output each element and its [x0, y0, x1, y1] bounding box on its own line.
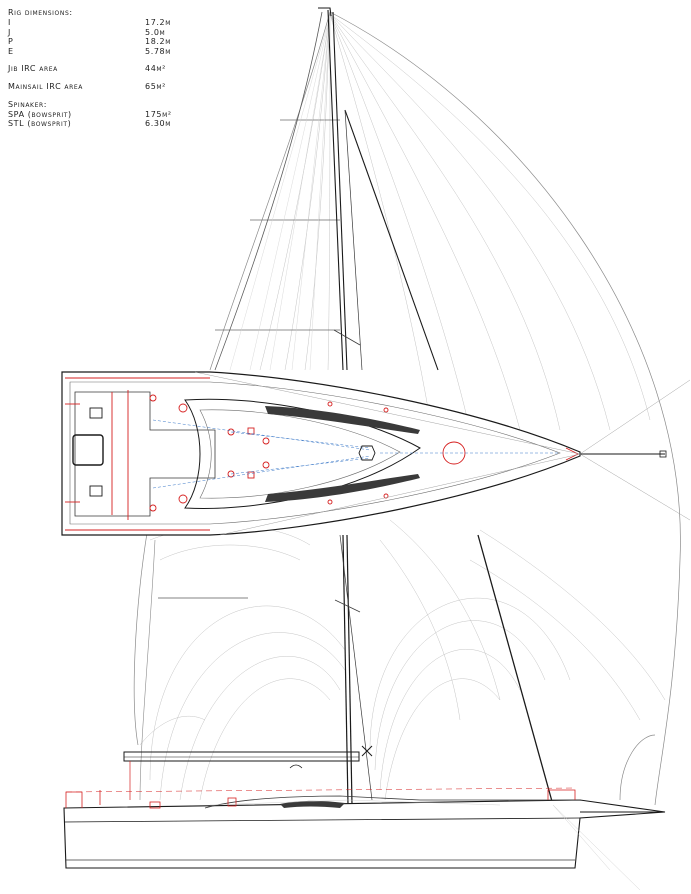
spinnaker-outline — [329, 11, 681, 806]
spec-label: P — [8, 37, 14, 47]
spec-label: SPA (bowsprit) — [8, 109, 72, 119]
mainsail-panel-lines — [229, 15, 331, 371]
spec-row-p: P 18.2m — [8, 37, 228, 47]
stanchions — [65, 787, 576, 809]
shroud-lower — [339, 534, 373, 801]
spreader — [333, 329, 361, 346]
shroud-upper — [344, 109, 363, 371]
mainsail-battens — [215, 119, 340, 331]
boom — [123, 751, 360, 800]
mast-partners — [358, 445, 376, 461]
spec-value: 65m² — [145, 81, 166, 91]
deckhouse-window — [280, 800, 345, 808]
coachroof — [184, 398, 421, 509]
lower-rigging-fans — [209, 799, 641, 891]
forestay-lower — [477, 534, 554, 806]
spec-row-j: J 5.0m — [8, 28, 228, 38]
spinnaker-seams — [259, 13, 651, 431]
coachroof-inner — [199, 409, 401, 499]
hull-profile — [63, 799, 666, 869]
sheet-lines — [194, 371, 691, 536]
spec-value: 5.0m — [145, 27, 166, 37]
spec-value: 17.2m — [145, 18, 171, 27]
sheer-line — [63, 817, 581, 823]
spec-label: I — [8, 18, 11, 27]
spinaker-heading: Spinaker: — [8, 99, 48, 109]
coachroof-profile — [204, 795, 580, 809]
spec-row-stl: STL (bowsprit) 6.30m — [8, 119, 228, 129]
bowsprit-tip — [659, 450, 667, 458]
spinnaker-lower-seams — [139, 519, 666, 801]
jib-leech-lower — [139, 539, 156, 801]
spinnaker-upper-luff — [209, 11, 331, 371]
spec-value: 5.78m — [145, 46, 171, 56]
helm-seat-starboard — [89, 485, 103, 497]
spec-value: 175m² — [145, 109, 172, 119]
wheel-box — [72, 434, 104, 466]
gooseneck — [361, 745, 373, 757]
hull-inner-line — [69, 381, 561, 525]
spec-label: Jib IRC area — [8, 64, 58, 74]
spec-row-main-area: Mainsail IRC area 65m² — [8, 82, 228, 92]
spec-label: STL (bowsprit) — [8, 119, 72, 129]
spec-value: 18.2m — [145, 37, 171, 47]
spinnaker-bulb — [619, 734, 656, 801]
mast-lower — [342, 534, 353, 806]
rig-dimensions-heading: Rig dimensions: — [8, 8, 73, 17]
cockpit-outline — [74, 391, 216, 517]
helm-seat-port — [89, 407, 103, 419]
hull-deck-plan — [61, 371, 581, 536]
spinnaker-lower-curve — [133, 514, 151, 746]
lower-spreader — [334, 599, 361, 613]
window-starboard — [265, 474, 420, 502]
forestay — [344, 109, 439, 371]
spec-row-e: E 5.78m — [8, 47, 228, 57]
spec-row-i: I 17.2m — [8, 18, 228, 28]
spec-value: 44m² — [145, 64, 166, 74]
spec-row-jib-area: Jib IRC area 44m² — [8, 64, 228, 74]
spec-label: Mainsail IRC area — [8, 81, 83, 91]
mast-upper — [318, 7, 348, 371]
rig-specifications: Rig dimensions: I 17.2m J 5.0m P 18.2m E 5.7… — [8, 8, 228, 129]
deck-hardware — [65, 377, 580, 531]
spec-row-spa: SPA (bowsprit) 175m² — [8, 110, 228, 120]
running-rigging — [152, 419, 560, 489]
spec-label: E — [8, 46, 14, 56]
spec-label: J — [8, 27, 11, 37]
mainsail-leech — [214, 11, 323, 371]
spec-value: 6.30m — [145, 119, 171, 129]
window-port — [265, 406, 420, 434]
vang — [289, 764, 303, 769]
